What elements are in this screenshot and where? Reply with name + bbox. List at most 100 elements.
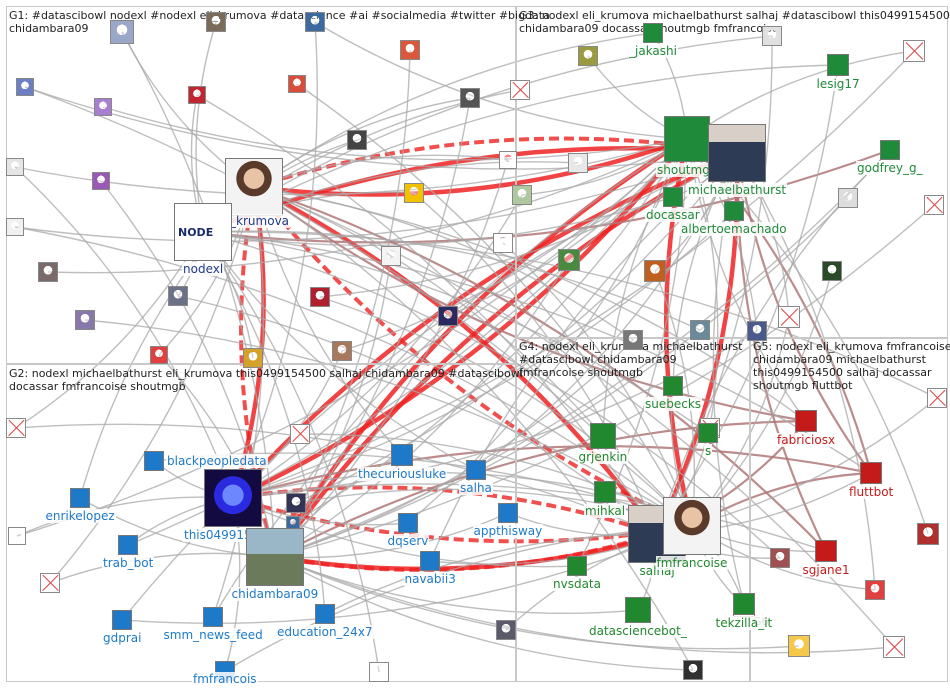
- avatar-icon[interactable]: [286, 493, 306, 513]
- woman-portrait-icon[interactable]: [225, 158, 283, 216]
- missing-avatar-icon[interactable]: [927, 388, 947, 408]
- avatar-icon[interactable]: [460, 88, 480, 108]
- node-label-godfrey_g_[interactable]: godfrey_g_: [856, 161, 924, 175]
- node-label-smm_news_feed[interactable]: smm_news_feed: [162, 628, 264, 642]
- node-label-trab_bot[interactable]: trab_bot: [102, 556, 155, 570]
- elephant-photo-icon[interactable]: [246, 528, 304, 586]
- avatar-icon[interactable]: [644, 260, 666, 282]
- missing-avatar-icon[interactable]: [510, 80, 530, 100]
- missing-avatar-icon[interactable]: [924, 195, 944, 215]
- node-label-datasciencebot_[interactable]: datasciencebot_: [588, 624, 688, 638]
- missing-avatar-icon[interactable]: [40, 573, 60, 593]
- node-label-blackpeopledata[interactable]: blackpeopledata: [166, 454, 268, 468]
- avatar-icon[interactable]: [466, 460, 486, 480]
- node-label-thecuriousluke[interactable]: thecuriousluke: [357, 467, 448, 481]
- node-label-shoutmgb[interactable]: shoutmgb: [656, 163, 719, 177]
- node-label-lesig17[interactable]: lesig17: [815, 77, 861, 91]
- node-label-tekzilla_it[interactable]: tekzilla_it: [714, 616, 774, 630]
- avatar-icon[interactable]: [347, 130, 367, 150]
- node-label-fluttbot[interactable]: fluttbot: [848, 485, 895, 499]
- avatar-icon[interactable]: [578, 46, 598, 66]
- avatar-icon[interactable]: [733, 593, 755, 615]
- avatar-icon[interactable]: [391, 444, 413, 466]
- avatar-icon[interactable]: [110, 20, 134, 44]
- nodexl-logo-icon[interactable]: NODE: [174, 203, 232, 261]
- node-label-suebecks[interactable]: suebecks: [644, 397, 703, 411]
- avatar-icon[interactable]: [8, 527, 26, 545]
- avatar-icon[interactable]: [770, 548, 790, 568]
- avatar-icon[interactable]: [6, 158, 24, 176]
- missing-avatar-icon[interactable]: [903, 40, 925, 62]
- avatar-icon[interactable]: [822, 261, 842, 281]
- avatar-icon[interactable]: [6, 218, 24, 236]
- node-label-sgjane1[interactable]: sgjane1: [801, 563, 851, 577]
- avatar-icon[interactable]: [590, 423, 616, 449]
- node-label-salha[interactable]: salha: [459, 481, 493, 495]
- woman-portrait-icon[interactable]: [663, 497, 721, 555]
- avatar-icon[interactable]: [315, 604, 335, 624]
- avatar-icon[interactable]: [594, 481, 616, 503]
- node-label-jakashi[interactable]: _jakashi: [628, 44, 678, 58]
- missing-avatar-icon[interactable]: [778, 306, 800, 328]
- node-label-s[interactable]: s: [704, 444, 713, 458]
- avatar-icon[interactable]: [788, 635, 810, 657]
- node-label-gdprai[interactable]: gdprai: [102, 631, 143, 645]
- node-label-fmfrancois[interactable]: fmfrancois: [192, 672, 258, 686]
- avatar-icon[interactable]: [690, 320, 710, 340]
- node-label-albertoemachado[interactable]: albertoemachado: [680, 222, 788, 236]
- avatar-icon[interactable]: [118, 535, 138, 555]
- avatar-icon[interactable]: [243, 348, 263, 368]
- node-label-michaelbathurst[interactable]: michaelbathurst: [687, 183, 788, 197]
- missing-avatar-icon[interactable]: [883, 636, 905, 658]
- avatar-icon[interactable]: [558, 249, 580, 271]
- avatar-icon[interactable]: [400, 40, 420, 60]
- avatar-icon[interactable]: [188, 86, 206, 104]
- avatar-icon[interactable]: [698, 423, 718, 443]
- node-label-enrikelopez[interactable]: enrikelopez: [44, 509, 116, 523]
- missing-avatar-icon[interactable]: [290, 424, 310, 444]
- man-suit-icon[interactable]: [708, 124, 766, 182]
- avatar-icon[interactable]: [92, 172, 110, 190]
- node-label-eli_krumova[interactable]: eli_krumova: [215, 214, 291, 228]
- avatar-icon[interactable]: [623, 330, 643, 350]
- avatar-icon[interactable]: [795, 410, 817, 432]
- avatar-icon[interactable]: [438, 306, 458, 326]
- blue-face-icon[interactable]: [204, 469, 262, 527]
- avatar-icon[interactable]: [860, 462, 882, 484]
- avatar-icon[interactable]: [168, 286, 188, 306]
- avatar-icon[interactable]: [499, 151, 517, 169]
- avatar-icon[interactable]: [815, 540, 837, 562]
- node-label-dqserv[interactable]: dqserv: [386, 534, 430, 548]
- node-label-nodexl[interactable]: nodexl: [182, 262, 225, 276]
- avatar-icon[interactable]: [625, 597, 651, 623]
- avatar-icon[interactable]: [150, 346, 168, 364]
- avatar-icon[interactable]: [381, 246, 401, 266]
- node-label-education_24x7[interactable]: education_24x7: [276, 625, 374, 639]
- avatar-icon[interactable]: [203, 607, 223, 627]
- avatar-icon[interactable]: [38, 262, 58, 282]
- avatar-icon[interactable]: [643, 23, 663, 43]
- avatar-icon[interactable]: [493, 233, 513, 253]
- avatar-icon[interactable]: [762, 26, 782, 46]
- avatar-icon[interactable]: [512, 185, 532, 205]
- avatar-icon[interactable]: [663, 376, 683, 396]
- node-label-chidambara09[interactable]: chidambara09: [230, 587, 320, 601]
- node-label-fabriciosx[interactable]: fabriciosx: [776, 433, 837, 447]
- avatar-icon[interactable]: [496, 620, 516, 640]
- avatar-icon[interactable]: [838, 188, 858, 208]
- node-label-navabii3[interactable]: navabii3: [403, 572, 457, 586]
- avatar-icon[interactable]: [398, 513, 418, 533]
- avatar-icon[interactable]: [724, 201, 744, 221]
- avatar-icon[interactable]: [70, 488, 90, 508]
- avatar-icon[interactable]: [310, 287, 330, 307]
- avatar-icon[interactable]: [567, 556, 587, 576]
- avatar-icon[interactable]: [206, 12, 226, 32]
- avatar-icon[interactable]: [747, 321, 767, 341]
- avatar-icon[interactable]: [16, 78, 34, 96]
- node-label-fmfrancoise[interactable]: fmfrancoise: [655, 556, 729, 570]
- avatar-icon[interactable]: [404, 183, 424, 203]
- avatar-icon[interactable]: [663, 187, 683, 207]
- node-label-docassar[interactable]: docassar: [645, 208, 701, 222]
- avatar-icon[interactable]: [305, 12, 325, 32]
- avatar-icon[interactable]: [144, 451, 164, 471]
